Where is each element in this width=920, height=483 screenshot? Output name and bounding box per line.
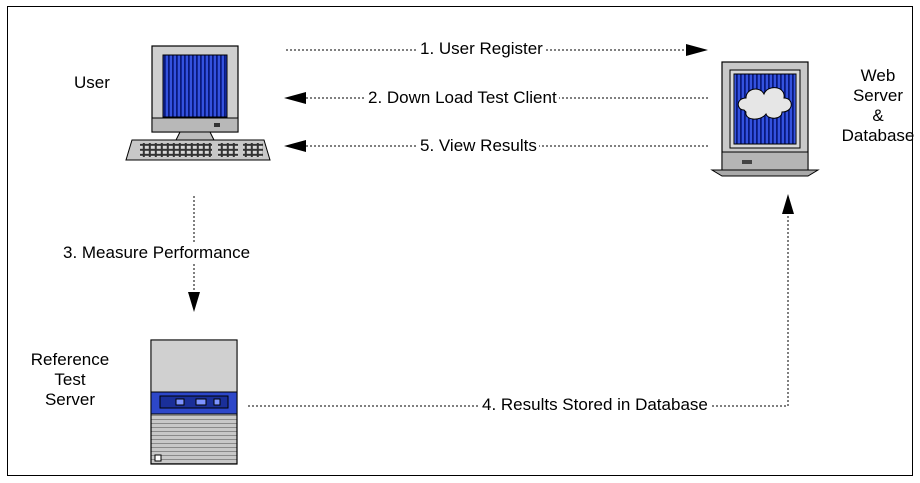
reference-server-label-line2: Test <box>54 370 86 389</box>
reference-server-label: Reference Test Server <box>22 350 118 410</box>
edge-step2-arrowhead <box>284 92 306 104</box>
edge-step1-arrowhead <box>686 44 708 56</box>
web-server-label-line2: Server <box>852 86 904 105</box>
reference-server-label-line1: Reference <box>30 350 110 369</box>
web-server-monitor-icon <box>710 61 820 177</box>
web-server-label-line4: Database <box>841 126 915 145</box>
reference-server-tower-icon <box>150 339 238 465</box>
user-computer-icon <box>125 45 271 161</box>
edge-step4-arrowhead <box>782 194 794 214</box>
reference-server-label-line3: Server <box>44 390 96 409</box>
web-server-label-line3: & <box>872 106 884 125</box>
edge-step1-label: 1. User Register <box>418 39 545 59</box>
edge-step5-label: 5. View Results <box>418 136 539 156</box>
web-server-label: Web Server & Database <box>838 66 918 146</box>
user-label: User <box>74 73 110 92</box>
web-server-label-line1: Web <box>860 66 896 85</box>
diagram-border <box>7 6 913 476</box>
edge-step4-line <box>248 212 789 407</box>
edge-step4-label: 4. Results Stored in Database <box>480 395 710 415</box>
edge-step3-arrowhead <box>188 292 200 312</box>
edge-step5-arrowhead <box>284 140 306 152</box>
edge-step3-label: 3. Measure Performance <box>61 243 253 263</box>
edge-step2-label: 2. Down Load Test Client <box>366 88 559 108</box>
